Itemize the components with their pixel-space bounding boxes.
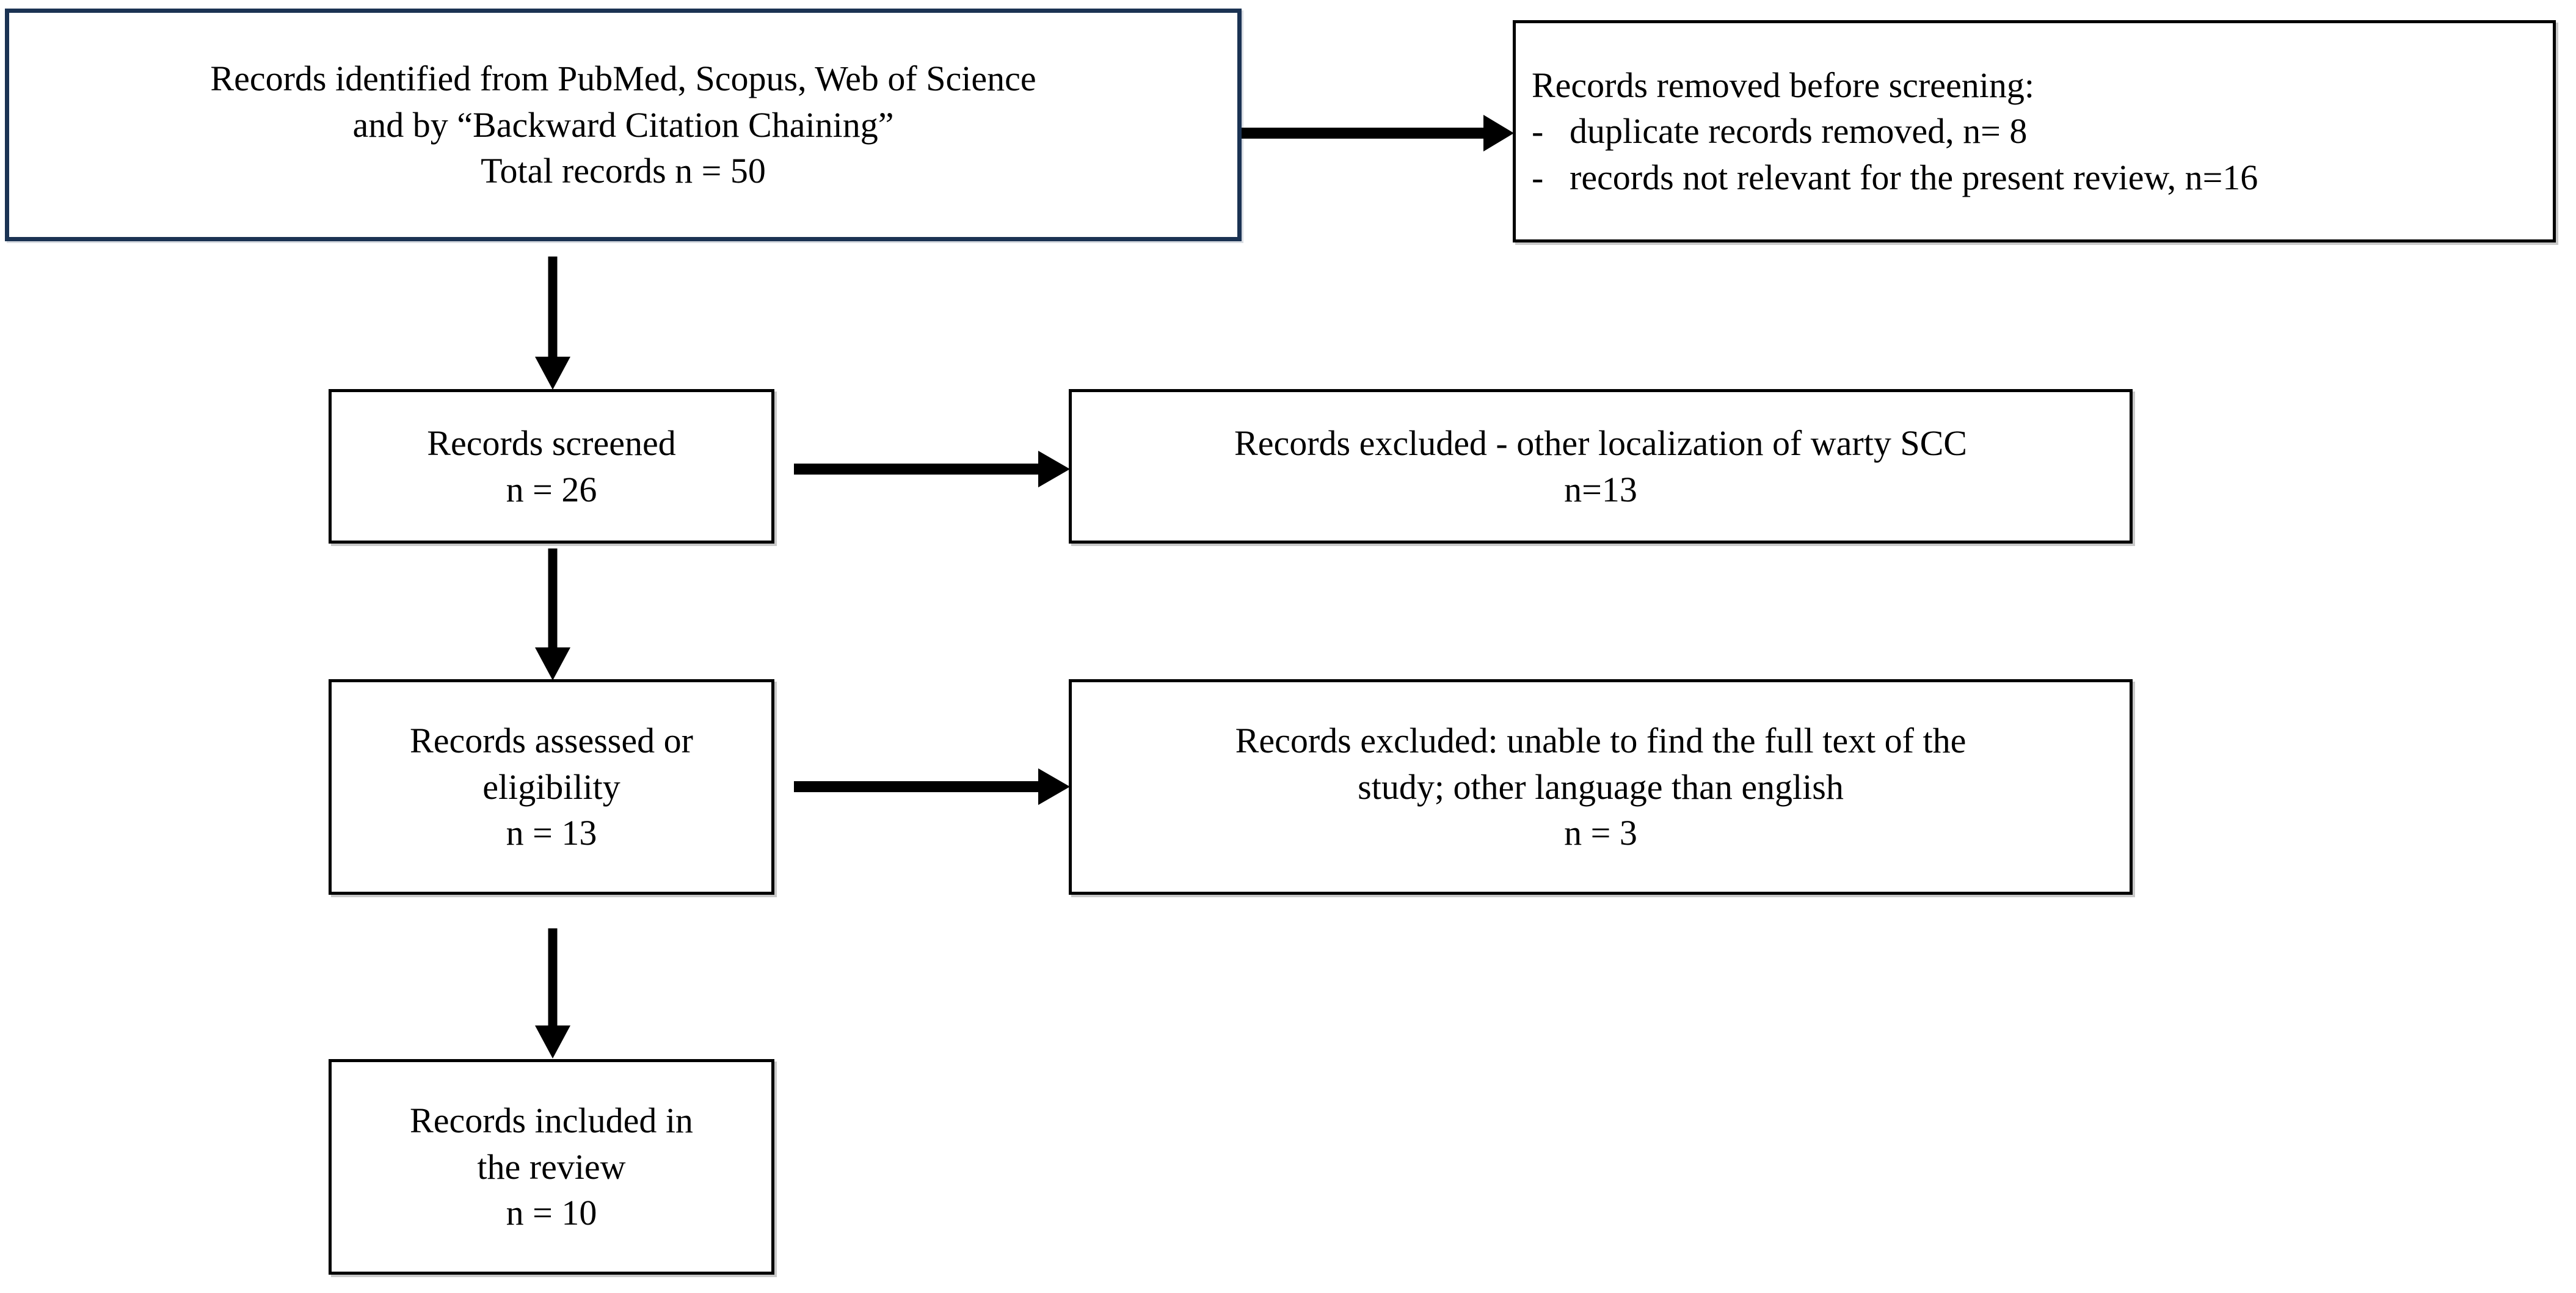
- records-screened-box: Records screened n = 26: [329, 389, 774, 544]
- records-assessed-line-1: Records assessed or: [410, 721, 693, 761]
- records-removed-heading: Records removed before screening:: [1532, 65, 2034, 105]
- records-identified-box: Records identified from PubMed, Scopus, …: [5, 9, 1242, 241]
- records-removed-bullet-1: - duplicate records removed, n= 8: [1532, 108, 2537, 154]
- records-included-line-2: the review: [477, 1146, 626, 1187]
- arrow-eligibility-to-included: [533, 928, 572, 1060]
- records-included-box: Records included in the review n = 10: [329, 1059, 774, 1275]
- records-excluded-fulltext-line-1: Records excluded: unable to find the ful…: [1235, 721, 1967, 761]
- arrow-screened-to-eligibility: [533, 548, 572, 682]
- records-assessed-count: n = 13: [506, 813, 597, 853]
- records-removed-bullet-2: - records not relevant for the present r…: [1532, 155, 2537, 200]
- records-screened-label: Records screened: [427, 423, 676, 464]
- records-excluded-fulltext-count: n = 3: [1564, 813, 1637, 853]
- records-identified-line-2: and by “Backward Citation Chaining”: [352, 104, 894, 145]
- records-screened-count: n = 26: [506, 469, 597, 509]
- records-identified-count: Total records n = 50: [481, 151, 766, 191]
- arrow-screened-to-excluded-localization: [794, 450, 1071, 489]
- records-assessed-eligibility-box: Records assessed or eligibility n = 13: [329, 679, 774, 895]
- records-included-count: n = 10: [506, 1193, 597, 1233]
- records-excluded-localization-box: Records excluded - other localization of…: [1069, 389, 2133, 544]
- records-assessed-line-2: eligibility: [482, 767, 620, 807]
- records-excluded-localization-count: n=13: [1564, 469, 1637, 509]
- records-excluded-localization-label: Records excluded - other localization of…: [1234, 423, 1967, 464]
- arrow-eligibility-to-excluded-fulltext: [794, 767, 1071, 806]
- records-excluded-fulltext-line-2: study; other language than english: [1358, 767, 1844, 807]
- records-removed-box: Records removed before screening: - dupl…: [1513, 20, 2556, 242]
- records-included-line-1: Records included in: [410, 1101, 693, 1141]
- records-removed-bullet-2-text: records not relevant for the present rev…: [1570, 157, 2258, 197]
- records-removed-bullet-1-text: duplicate records removed, n= 8: [1570, 111, 2028, 151]
- bullet-marker-icon: -: [1532, 111, 1544, 151]
- arrow-identification-to-screened: [533, 257, 572, 391]
- arrow-identification-to-removed: [1242, 114, 1515, 153]
- records-identified-line-1: Records identified from PubMed, Scopus, …: [210, 59, 1036, 99]
- bullet-marker-icon: -: [1532, 157, 1544, 197]
- records-excluded-fulltext-box: Records excluded: unable to find the ful…: [1069, 679, 2133, 895]
